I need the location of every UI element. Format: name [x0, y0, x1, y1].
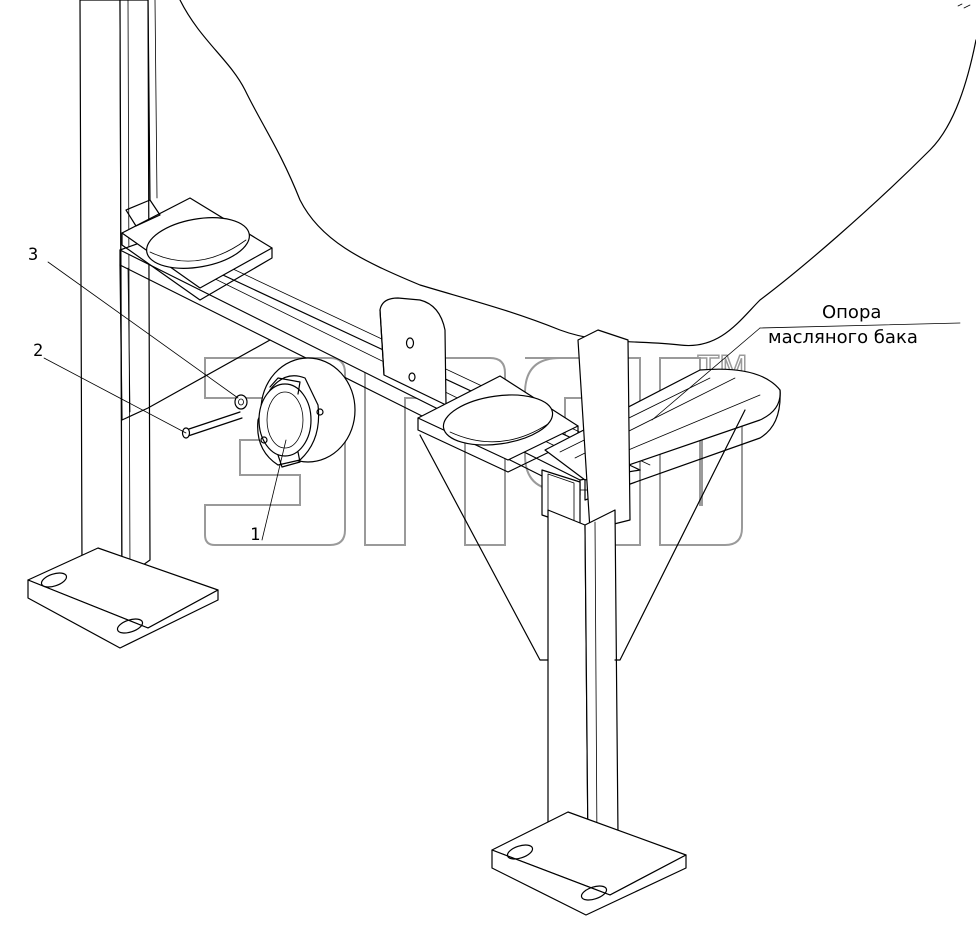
washer-nut	[234, 394, 248, 410]
callout-3: 3	[28, 245, 38, 265]
left-post	[27, 0, 219, 649]
right-cup-plate	[417, 375, 579, 473]
top-rail	[541, 368, 781, 529]
mounting-plate	[379, 297, 447, 406]
annotation-line-2: масляного бака	[768, 327, 918, 348]
left-bracket	[119, 264, 271, 421]
leader-lines	[43, 261, 961, 541]
corner-mark	[957, 3, 971, 9]
bolt	[181, 411, 243, 439]
diagonal-braces	[419, 409, 746, 661]
connector-housing	[257, 357, 356, 468]
tank-wall	[147, 0, 976, 347]
left-cup-plate	[121, 197, 273, 301]
callout-1: 1	[250, 525, 260, 545]
annotation-line-1: Опора	[822, 302, 881, 323]
callout-2: 2	[33, 341, 43, 361]
right-post	[491, 329, 687, 916]
